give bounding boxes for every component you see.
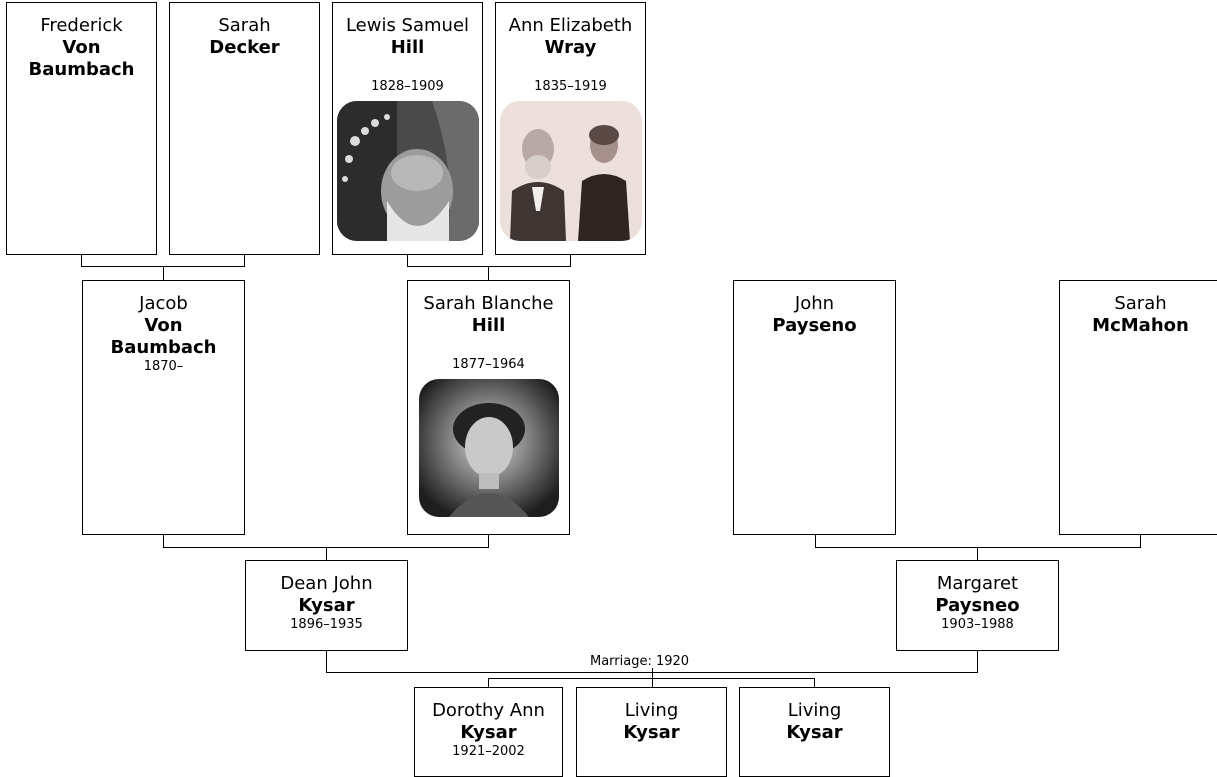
surname: Von Baumbach [110, 315, 217, 358]
connector-line [163, 266, 164, 280]
connector-line [488, 266, 489, 280]
life-dates: 1870– [143, 359, 184, 374]
person-card-lewis[interactable]: Lewis Samuel Hill 1828–1909 [332, 2, 483, 255]
given-name: Margaret [936, 573, 1019, 594]
surname: Decker [209, 37, 280, 58]
given-name: Dorothy Ann [432, 700, 545, 721]
person-card-living-2[interactable]: Living Kysar [739, 687, 890, 777]
marriage-label: Marriage: 1920 [588, 654, 692, 669]
surname: Hill [390, 37, 425, 58]
connector-line [652, 668, 653, 678]
portrait-photo [418, 379, 559, 517]
portrait-photo [336, 101, 479, 241]
connector-line [488, 535, 489, 547]
given-name: Living [787, 700, 842, 721]
connector-line [488, 678, 815, 679]
life-dates: 1877–1964 [452, 357, 525, 372]
surname: McMahon [1092, 315, 1189, 336]
surname: Kysar [623, 722, 680, 743]
person-card-sarah-mcmahon[interactable]: Sarah McMahon [1059, 280, 1217, 535]
surname: Paysneo [935, 595, 1020, 616]
surname: Kysar [298, 595, 355, 616]
connector-line [407, 255, 408, 266]
person-card-john[interactable]: John Payseno [733, 280, 896, 535]
connector-line [407, 266, 571, 267]
connector-line [81, 255, 82, 266]
given-name: John [794, 293, 835, 314]
given-name: Sarah [218, 15, 271, 36]
person-card-ann[interactable]: Ann Elizabeth Wray 1835–1919 [495, 2, 646, 255]
life-dates: 1903–1988 [941, 617, 1014, 632]
life-dates: 1896–1935 [290, 617, 363, 632]
person-card-sarah-blanche[interactable]: Sarah Blanche Hill 1877–1964 [407, 280, 570, 535]
connector-line [326, 651, 327, 672]
person-card-living-1[interactable]: Living Kysar [576, 687, 727, 777]
portrait-photo [499, 101, 642, 241]
connector-line [977, 651, 978, 672]
given-name: Sarah Blanche [423, 293, 554, 314]
life-dates: 1921–2002 [452, 744, 525, 759]
given-name: Living [624, 700, 679, 721]
connector-line [814, 678, 815, 687]
person-card-dean[interactable]: Dean John Kysar 1896–1935 [245, 560, 408, 651]
given-name: Ann Elizabeth [508, 15, 633, 36]
connector-line [1140, 535, 1141, 547]
person-card-dorothy[interactable]: Dorothy Ann Kysar 1921–2002 [414, 687, 563, 777]
life-dates: 1835–1919 [534, 79, 607, 94]
person-card-frederick[interactable]: Frederick Von Baumbach [6, 2, 157, 255]
person-card-jacob[interactable]: Jacob Von Baumbach 1870– [82, 280, 245, 535]
given-name: Lewis Samuel [345, 15, 470, 36]
connector-line [570, 255, 571, 266]
connector-line [815, 535, 816, 547]
connector-line [977, 547, 978, 560]
given-name: Dean John [280, 573, 373, 594]
connector-line [815, 547, 1141, 548]
connector-line [488, 678, 489, 687]
surname: Von Baumbach [28, 37, 135, 80]
connector-line [244, 255, 245, 266]
surname: Kysar [786, 722, 843, 743]
given-name: Sarah [1114, 293, 1167, 314]
connector-line [652, 678, 653, 687]
surname: Payseno [772, 315, 857, 336]
connector-line [163, 535, 164, 547]
given-name: Frederick [40, 15, 123, 36]
surname: Wray [544, 37, 597, 58]
life-dates: 1828–1909 [371, 79, 444, 94]
person-card-margaret[interactable]: Margaret Paysneo 1903–1988 [896, 560, 1059, 651]
surname: Hill [471, 315, 506, 336]
connector-line [326, 547, 327, 560]
given-name: Jacob [139, 293, 188, 314]
surname: Kysar [460, 722, 517, 743]
person-card-sarah-decker[interactable]: Sarah Decker [169, 2, 320, 255]
